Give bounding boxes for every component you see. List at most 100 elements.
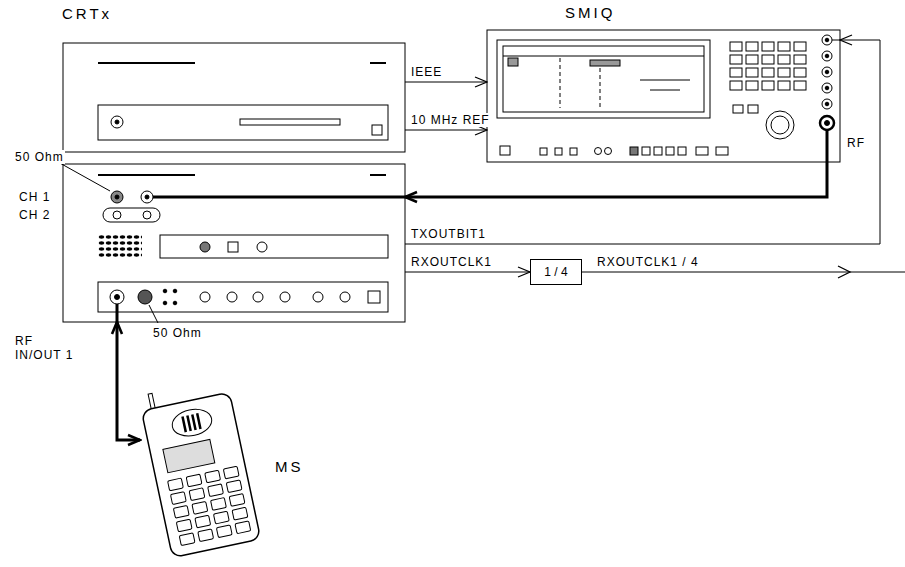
device-name: CRTx [62,5,112,22]
smiq-front-panel [733,105,743,113]
smiq-front-panel [600,68,601,108]
smiq-keypad [746,81,758,90]
crtx-lower-unit [138,290,152,304]
smiq-front-panel [555,148,562,155]
crtx-lower-unit [200,242,210,252]
crtx-lower-unit [113,211,121,219]
port-label: RF IN/OUT 1 [14,334,78,362]
crtx-lower-unit [173,289,177,293]
smiq-front-panel [825,121,830,126]
signal-label: IEEE [410,65,443,79]
phone-drawing [226,480,242,493]
smiq-front-panel [487,30,840,162]
crtx-upper-unit [111,116,123,128]
phone-drawing [163,439,215,472]
smiq-keypad [778,81,790,90]
divider-box: 1 / 4 [530,259,582,285]
phone-drawing [182,416,185,432]
crtx-upper-unit [115,120,119,124]
crtx-lower-unit [98,174,195,176]
smiq-front-panel [822,35,832,45]
phone-drawing [192,414,195,430]
smiq-keypad [762,81,774,90]
crtx-lower-unit [368,291,380,303]
smiq-front-panel [825,86,829,90]
cable-stub [153,196,405,199]
smiq-keypad [746,68,758,77]
smiq-front-panel [595,148,602,155]
impedance-label: 50 Ohm [152,326,203,340]
crtx-lower-unit [110,290,124,304]
crtx-lower-unit [228,242,238,252]
gpib-cable [405,82,487,83]
phone-drawing [176,519,192,532]
phone-drawing [179,533,195,546]
smiq-front-panel [822,67,832,77]
signal-label: TXOUTBIT1 [410,227,487,241]
phone-drawing [216,525,232,538]
signal-label: RXOUTCLK1 / 4 [596,255,700,269]
crtx-lower-unit [173,301,177,305]
phone-drawing [148,393,155,409]
smiq-front-panel [678,147,686,155]
crtx-lower-unit [115,295,120,300]
smiq-front-panel [825,38,829,42]
clock-wire [405,272,530,273]
crtx-upper-unit [372,125,382,135]
smiq-front-panel [500,146,510,155]
smiq-keypad [762,42,774,51]
smiq-keypad [746,55,758,64]
crtx-upper-unit [98,62,195,64]
phone-drawing [232,507,248,520]
smiq-keypad [762,68,774,77]
smiq-keypad [730,42,742,51]
wire-stub [832,40,840,41]
phone-drawing [205,470,221,483]
phone-drawing [195,515,211,528]
smiq-front-panel [503,56,704,57]
crtx-lower-unit [227,292,237,302]
crtx-lower-unit [115,195,119,199]
leader-line [58,162,158,323]
crtx-lower-unit [200,292,210,302]
smiq-keypad [730,81,742,90]
smiq-front-panel [666,147,674,155]
crtx-lower-unit [63,164,405,322]
phone-drawing [192,502,208,515]
crtx-upper-unit [370,62,386,64]
phone-drawing [173,505,189,518]
smiq-front-panel [503,46,704,112]
phone-drawing [235,521,251,534]
smiq-keypad [794,42,806,51]
crtx-lower-unit [98,282,388,312]
smiq-front-panel [570,148,577,155]
smiq-keypad [794,81,806,90]
crtx-lower-unit [98,235,142,258]
smiq-front-panel [650,90,680,91]
crtx-lower-unit [103,208,160,222]
phone-drawing [211,498,227,511]
crtx-lower-unit [143,211,151,219]
signal-label: RXOUTCLK1 [410,255,493,269]
smiq-keypad [730,55,742,64]
smiq-front-panel [508,58,518,66]
clock-output-line [838,266,850,278]
cable-stub [116,304,119,322]
smiq-front-panel [825,70,829,74]
smiq-front-panel [560,58,561,108]
device-name: SMIQ [565,4,615,21]
wire-stub [832,40,840,41]
crtx-lower-unit [280,292,290,302]
crtx-lower-unit [370,174,386,176]
smiq-keypad [778,55,790,64]
rf-cable [405,162,827,197]
phone-drawing [198,529,214,542]
phone-drawing [170,406,215,440]
mobile-station: MS [140,380,310,560]
crtx-lower-unit [340,292,350,302]
smiq-front-panel [822,83,832,93]
smiq-front-panel [654,147,662,155]
smiq-front-panel [822,51,832,61]
box-label: 1 / 4 [544,265,567,279]
